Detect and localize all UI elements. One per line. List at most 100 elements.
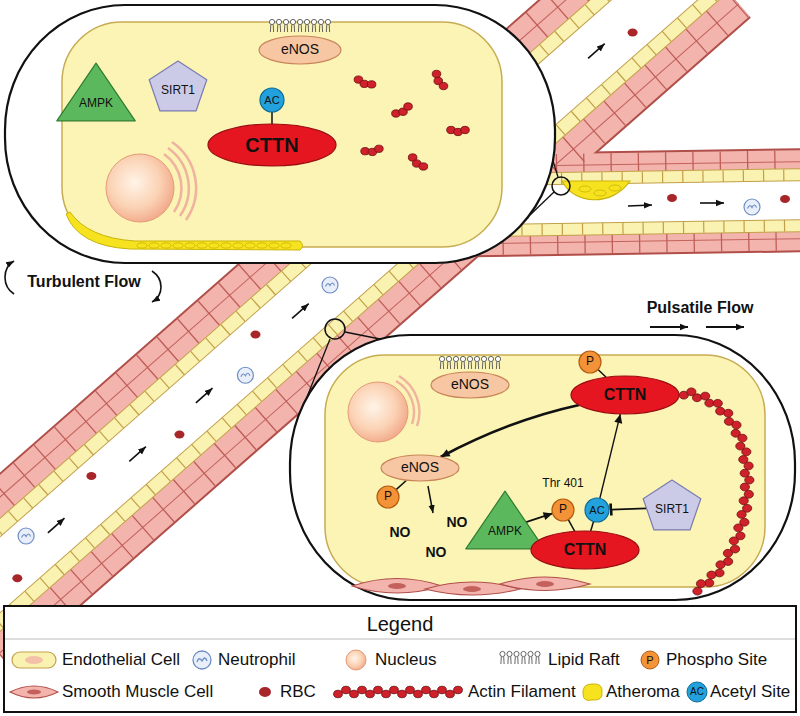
lipid-tail (447, 362, 448, 370)
shape-outline (466, 491, 544, 549)
nucleus-icon (346, 650, 366, 670)
nitric-oxide-label-wrap: NO (426, 544, 447, 560)
red-blood-cell (780, 195, 790, 203)
lipid-tail (478, 362, 479, 370)
atheroma-texture-cell (185, 243, 195, 248)
node-label: P (586, 355, 594, 368)
lipid-tail (287, 25, 288, 33)
lipid-head (290, 19, 295, 24)
legend-label: Lipid Raft (548, 650, 620, 670)
shape-outline (259, 36, 341, 64)
actin-monomer (461, 126, 470, 133)
pulsatile-arrow (706, 326, 744, 328)
connector (271, 112, 273, 124)
flow-arrow (588, 44, 605, 59)
red-blood-cell (628, 29, 638, 37)
neutrophil (237, 367, 253, 383)
site-label-wrap: Thr 401 (542, 477, 583, 491)
zoom-leader (553, 161, 558, 177)
atheroma-texture (137, 243, 291, 248)
flow-arrow (292, 304, 309, 319)
legend-label-wrap: Endothelial Cell (62, 650, 180, 670)
actin-monomer (701, 392, 710, 400)
lipid-tail (298, 25, 299, 33)
endothelial-cell (325, 355, 765, 587)
lipid-tail (457, 362, 458, 370)
node-label: AMPK (488, 525, 522, 538)
flow-arrow (129, 447, 146, 462)
shape-outline (531, 531, 639, 569)
shape-outline (552, 499, 574, 521)
endothelial-cell-icon (12, 652, 56, 668)
turbulent-arrow (152, 271, 161, 302)
actin-guide (684, 393, 747, 590)
actin-monomer (454, 686, 463, 693)
cttn-protein: CTTN (530, 530, 640, 570)
shape-outline (57, 63, 135, 121)
lipid-tail (528, 657, 529, 665)
connector (591, 521, 594, 531)
endoplasmic-reticulum (172, 142, 196, 220)
atheroma-texture-cell (161, 243, 171, 248)
flow-label-wrap: Turbulent Flow (27, 273, 140, 291)
actin-monomer (419, 163, 428, 170)
inhibition-connector (611, 508, 647, 509)
lipid-tail (301, 25, 302, 33)
lipid-tail (485, 362, 486, 370)
lipid-tail (326, 25, 327, 33)
actin-monomer (398, 690, 407, 697)
flow-arrow (196, 388, 213, 403)
legend-label-wrap: Lipid Raft (548, 650, 620, 670)
node-label: AC (264, 94, 279, 106)
lipid-head (488, 356, 493, 361)
node-label: P (384, 490, 392, 503)
actin-monomer (390, 686, 399, 693)
actin-monomer (446, 690, 455, 697)
legend-label: Atheroma (606, 682, 680, 702)
actin-monomer (382, 690, 391, 697)
neutrophil-icon-lobes (197, 658, 207, 662)
cell-nucleus (106, 154, 174, 222)
legend-label-wrap: Atheroma (606, 682, 680, 702)
lipid-tail (507, 657, 508, 665)
ampk-kinase: AMPK (56, 62, 136, 122)
lipid-head (311, 19, 316, 24)
lipid-head (269, 19, 274, 24)
lipid-head (481, 356, 486, 361)
lipid-tail (524, 657, 525, 665)
actin-monomer (707, 571, 716, 579)
red-blood-cell (250, 330, 260, 338)
smooth-muscle-cell-icon-nucleus (27, 690, 41, 695)
actin-monomer (734, 524, 743, 532)
no-release-arrow (428, 486, 433, 513)
lipid-tail (308, 25, 309, 33)
actin-monomer (737, 511, 746, 519)
actin-monomer (696, 580, 705, 588)
atheroma-texture-cell (221, 243, 231, 248)
acetyl-site: AC (259, 87, 285, 113)
actin-monomer (366, 690, 375, 697)
lipid-tail (517, 657, 518, 665)
actin-monomer (375, 145, 384, 152)
lipid-head (325, 19, 330, 24)
lipid-head (528, 651, 533, 656)
lipid-tail (531, 657, 532, 665)
lipid-tail (270, 25, 271, 33)
cell-nucleus (348, 382, 408, 442)
lipid-tail (510, 657, 511, 665)
nitric-oxide-label-wrap: NO (447, 514, 468, 530)
lipid-tail (322, 25, 323, 33)
flow-label: Turbulent Flow (27, 273, 140, 291)
lipid-head (453, 356, 458, 361)
lipid-raft (439, 356, 500, 369)
blood-vessel (0, 0, 800, 610)
zoom-inset (5, 5, 555, 263)
actin-monomer (705, 399, 714, 407)
atheroma-plaque (562, 181, 630, 200)
lipid-tail (521, 657, 522, 665)
lipid-tail (535, 657, 536, 665)
actin-monomer (422, 686, 431, 693)
actin-monomer (374, 686, 383, 693)
node-label: CTTN (564, 541, 607, 559)
actin-monomer (744, 462, 753, 470)
